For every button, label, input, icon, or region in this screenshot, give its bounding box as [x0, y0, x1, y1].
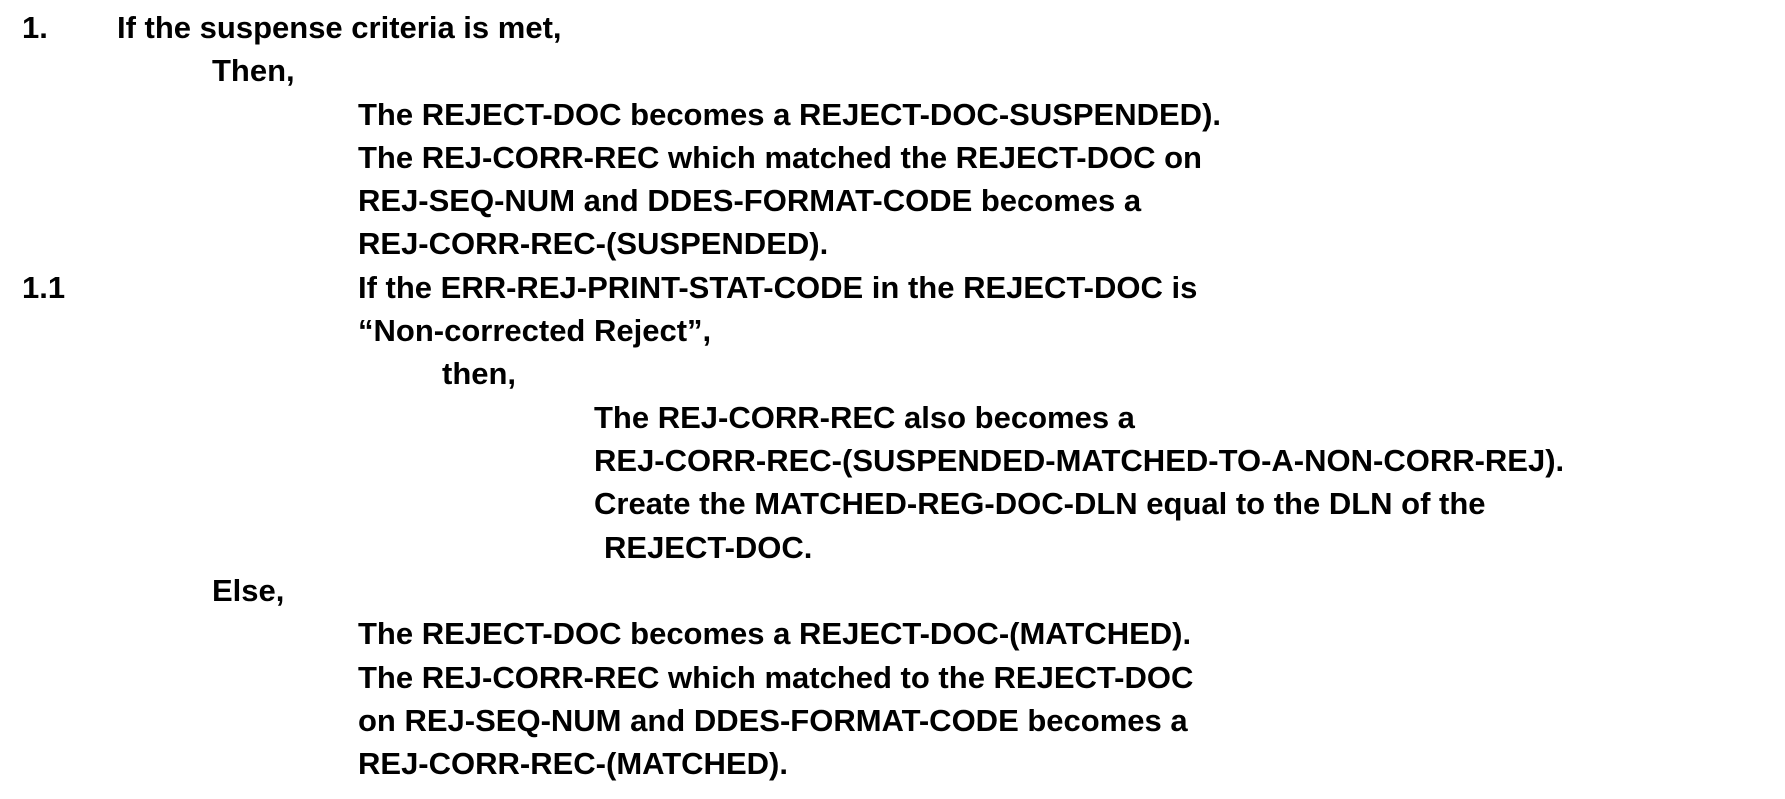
else-action-line: on REJ-SEQ-NUM and DDES-FORMAT-CODE beco…: [358, 703, 1188, 738]
action-line: The REJ-CORR-REC which matched the REJEC…: [358, 140, 1202, 175]
condition-line: If the suspense criteria is met,: [117, 10, 562, 45]
subaction-line: REJECT-DOC.: [604, 530, 813, 565]
action-line: REJ-CORR-REC-(SUSPENDED).: [358, 226, 829, 261]
then-keyword: then,: [442, 356, 517, 391]
subcondition-line: “Non-corrected Reject”,: [358, 313, 712, 348]
subcondition-line: If the ERR-REJ-PRINT-STAT-CODE in the RE…: [358, 270, 1198, 305]
else-action-line: The REJECT-DOC becomes a REJECT-DOC-(MAT…: [358, 616, 1192, 651]
action-line: REJ-SEQ-NUM and DDES-FORMAT-CODE becomes…: [358, 183, 1142, 218]
else-action-line: REJ-CORR-REC-(MATCHED).: [358, 746, 788, 781]
step-number-1-1: 1.1: [22, 270, 66, 305]
then-keyword: Then,: [212, 53, 295, 88]
else-action-line: The REJ-CORR-REC which matched to the RE…: [358, 660, 1194, 695]
subaction-line: Create the MATCHED-REG-DOC-DLN equal to …: [594, 486, 1486, 521]
step-number-1: 1.: [22, 10, 48, 45]
subaction-line: The REJ-CORR-REC also becomes a: [594, 400, 1135, 435]
subaction-line: REJ-CORR-REC-(SUSPENDED-MATCHED-TO-A-NON…: [594, 443, 1565, 478]
action-line: The REJECT-DOC becomes a REJECT-DOC-SUSP…: [358, 97, 1222, 132]
else-keyword: Else,: [212, 573, 285, 608]
